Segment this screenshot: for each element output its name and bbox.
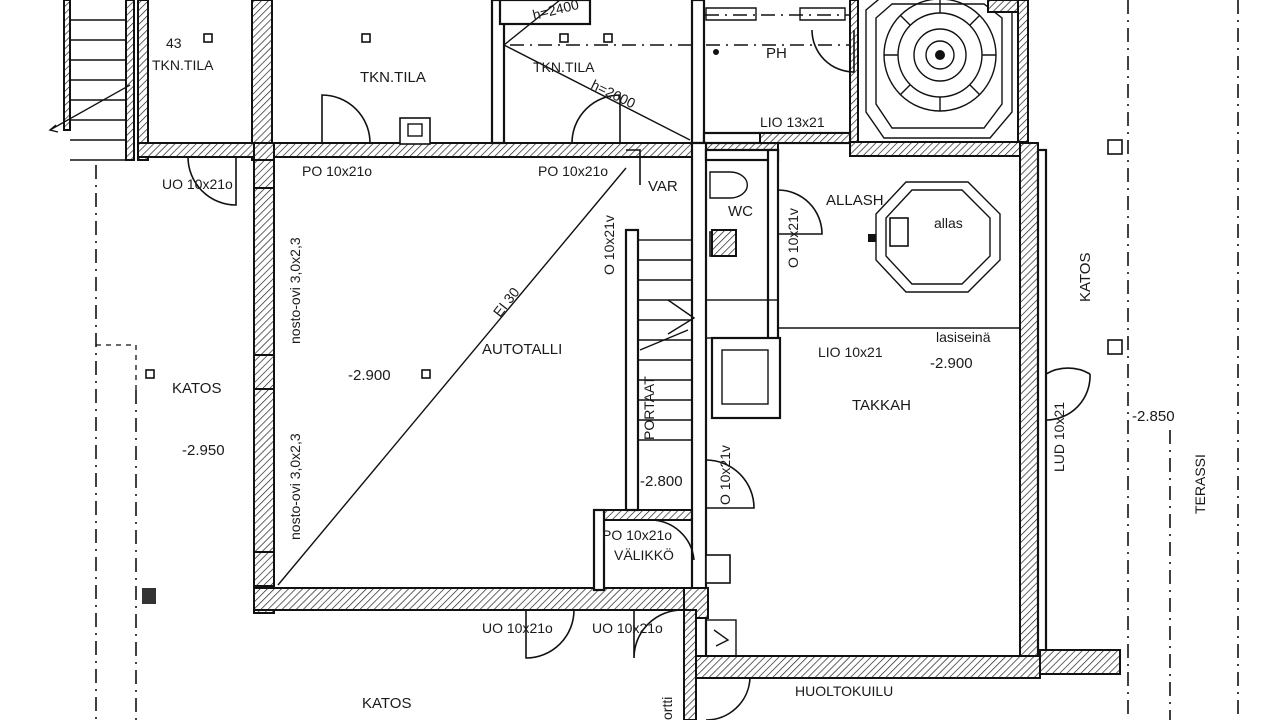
tkn-tila-label-3: TKN.TILA — [533, 59, 595, 75]
o-10x21v-label-b: O 10x21v — [601, 215, 617, 275]
room-number-43: 43 — [166, 35, 182, 51]
sauna-stove — [849, 0, 1029, 157]
level-2850-label: -2.850 — [1132, 408, 1175, 425]
level-2800-label: -2.800 — [640, 473, 683, 490]
lio-10x21-label: LIO 10x21 — [818, 344, 883, 360]
valikko-label: VÄLIKKÖ — [614, 546, 674, 563]
pool — [868, 181, 1001, 293]
portaat-label: PORTAAT — [641, 376, 657, 440]
tkn-tila-label-1: TKN.TILA — [152, 57, 214, 73]
takkah-label: TAKKAH — [852, 397, 911, 414]
uo-10x21o-label-c: UO 10x21o — [592, 620, 663, 636]
katos-label-right: KATOS — [1077, 253, 1094, 302]
wc-label: WC — [728, 203, 753, 220]
garage-door-marks — [253, 159, 627, 587]
level-2900-takkah: -2.900 — [930, 355, 973, 372]
o-10x21v-label-a: O 10x21v — [785, 208, 801, 268]
katos-label-left: KATOS — [172, 380, 221, 397]
door-swings — [187, 94, 1091, 720]
markers — [142, 33, 1123, 604]
var-label: VAR — [648, 178, 678, 195]
reference-lines — [95, 0, 1239, 720]
level-2950-label: -2.950 — [182, 442, 225, 459]
vertical-cut-label: ortti — [659, 697, 675, 720]
po-10x21o-label-a: PO 10x21o — [302, 163, 372, 179]
text-labels: 43 TKN.TILA TKN.TILA TKN.TILA h=2400 h=2… — [152, 0, 1208, 720]
ei-30-label: EI 30 — [490, 284, 523, 320]
lasiseina-label: lasiseinä — [936, 329, 991, 345]
katos-label-bottom: KATOS — [362, 695, 411, 712]
lud-10x21-label: LUD 10x21 — [1051, 402, 1067, 472]
po-10x21o-label-b: PO 10x21o — [538, 163, 608, 179]
nosto-ovi-label-2: nosto-ovi 3,0x2,3 — [287, 433, 303, 540]
allash-label: ALLASH — [826, 192, 884, 209]
ph-fixtures — [702, 7, 855, 145]
ph-label: PH — [766, 45, 787, 62]
top-left-stair — [48, 0, 135, 161]
huoltokuilu-label: HUOLTOKUILU — [795, 683, 893, 699]
po-10x21o-label-c: PO 10x21o — [602, 527, 672, 543]
upper-rooms-walls — [137, 0, 779, 161]
tkn-tila-label-2: TKN.TILA — [360, 69, 426, 86]
lio-13x21-label: LIO 13x21 — [760, 114, 825, 130]
uo-10x21o-label-b: UO 10x21o — [482, 620, 553, 636]
uo-10x21o-label-a: UO 10x21o — [162, 176, 233, 192]
level-2900-garage: -2.900 — [348, 367, 391, 384]
staircase — [637, 239, 696, 511]
right-block-walls — [695, 142, 1121, 679]
o-10x21v-label-c: O 10x21v — [717, 445, 733, 505]
allas-label: allas — [934, 215, 963, 231]
height-2600-label: h=2600 — [589, 76, 639, 111]
autotalli-label: AUTOTALLI — [482, 341, 562, 358]
terassi-label: TERASSI — [1192, 454, 1208, 514]
nosto-ovi-label-1: nosto-ovi 3,0x2,3 — [287, 237, 303, 344]
